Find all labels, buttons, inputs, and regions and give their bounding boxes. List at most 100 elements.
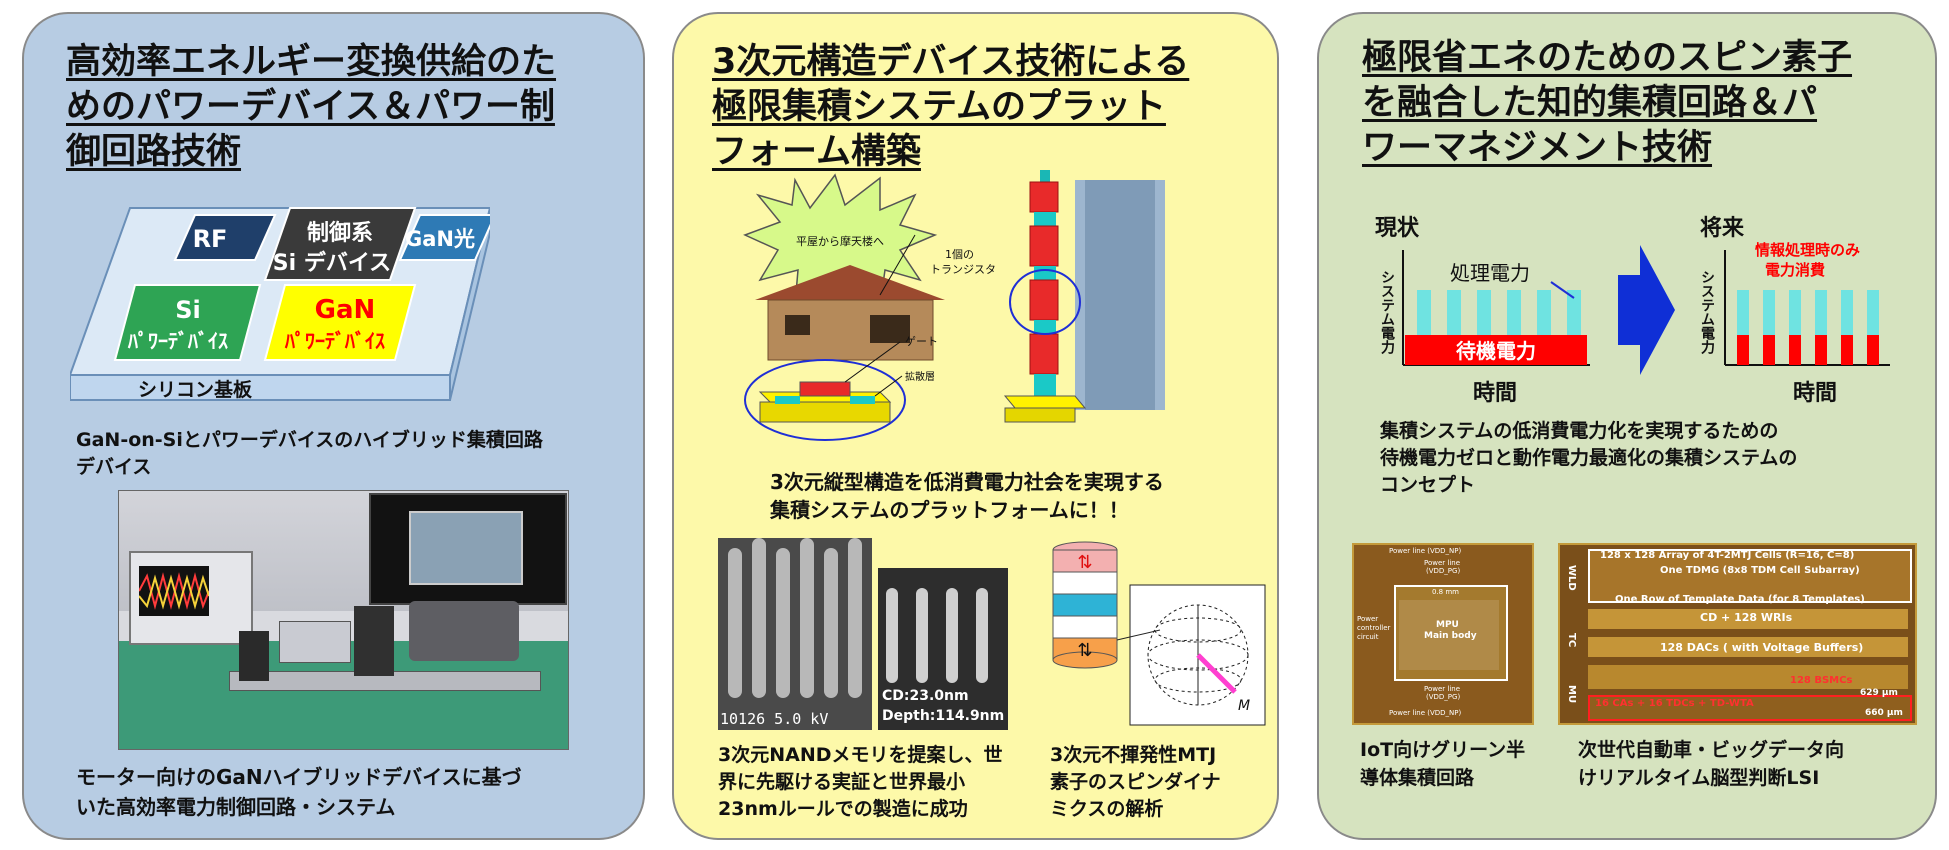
- si-power-label-1: Si: [175, 296, 201, 324]
- panel2-title-line: フォーム構築: [712, 132, 921, 172]
- panel2-title: 3次元構造デバイス技術による 極限集積システムのプラット フォーム構築: [712, 40, 1189, 175]
- gan-light-block: [398, 214, 490, 261]
- panel3-title: 極限省エネのためのスピン素子 を融合した知的集積回路＆パ ワーマネジメント技術: [1362, 36, 1852, 171]
- standby-label: 待機電力: [1456, 339, 1536, 363]
- chip1-pcc-2: controller: [1357, 624, 1391, 632]
- chip1-power-line-bot1: Power line: [1424, 685, 1461, 693]
- caption-line: 3次元不揮発性MTJ: [1050, 744, 1217, 766]
- iot-chip-photo: Power line (VDD_NP) Power line (VDD_PG) …: [1352, 543, 1534, 725]
- svg-text:⇅: ⇅: [1077, 640, 1092, 661]
- panel3-title-line: 極限省エネのためのスピン素子: [1362, 38, 1853, 78]
- future-note-2: 電力消費: [1765, 261, 1825, 279]
- burst-text: 平屋から摩天楼へ: [796, 234, 884, 248]
- chip2-wld: WLD: [1566, 565, 1577, 591]
- future-bars: [1737, 290, 1879, 365]
- chip1-power-line-top2: Power line: [1424, 559, 1461, 567]
- caption-line: IoT向けグリーン半: [1360, 739, 1526, 761]
- caption-line: 3次元NANDメモリを提案し、世: [718, 744, 1003, 766]
- chip2-cd-label: CD + 128 WRIs: [1700, 611, 1793, 624]
- gan-power-block: [263, 284, 417, 361]
- xlabel-now: 時間: [1473, 381, 1517, 406]
- chip2-tdmg-label: One TDMG (8x8 TDM Cell Subarray): [1660, 565, 1860, 576]
- caption-lsi: 次世代自動車・ビッグデータ向 けリアルタイム脳型判断LSI: [1578, 736, 1844, 792]
- caption-line: 導体集積回路: [1360, 767, 1475, 789]
- chip2-template-label: One Row of Template Data (for 8 Template…: [1615, 594, 1865, 605]
- transistor-label-1: 1個の: [945, 248, 974, 261]
- transistor-label-2: トランジスタ: [930, 263, 996, 276]
- panel2-title-line: 極限集積システムのプラット: [712, 87, 1166, 127]
- caption-gan-on-si: GaN-on-Siとパワーデバイスのハイブリッド集積回路 デバイス: [76, 427, 543, 481]
- chip2-width-660: 660 µm: [1865, 708, 1903, 718]
- si-power-block: [113, 284, 262, 361]
- chip2-array-label: 128 x 128 Array of 4T-2MTJ Cells (R=16, …: [1600, 550, 1855, 561]
- gate-label: ゲート: [905, 335, 938, 348]
- sem-image-right: CD:23.0nm Depth:114.9nm: [878, 568, 1008, 730]
- sem-left-caption: 10126 5.0 kV: [720, 710, 829, 728]
- caption-3d-platform: 3次元縦型構造を低消費電力社会を実現する 集積システムのプラットフォームに！！: [770, 468, 1164, 524]
- caption-line: 素子のスピンダイナ: [1050, 771, 1221, 793]
- caption-line: 集積システムの低消費電力化を実現するための: [1380, 420, 1779, 442]
- diffusion-label: 拡散層: [905, 370, 935, 383]
- processing-label: 処理電力: [1450, 261, 1530, 285]
- xlabel-future: 時間: [1793, 381, 1837, 406]
- panel1-title-line: 高効率エネルギー変換供給のた: [66, 42, 557, 82]
- caption-line: 待機電力ゼロと動作電力最適化の集積システムの: [1380, 447, 1798, 469]
- si-ctrl-label-2: Si デバイス: [273, 250, 391, 276]
- panel1-title-line: めのパワーデバイス＆パワー制: [66, 87, 555, 127]
- caption-nand: 3次元NANDメモリを提案し、世 界に先駆ける実証と世界最小 23nmルールでの…: [718, 742, 1003, 823]
- chip2-tc: TC: [1566, 633, 1577, 648]
- caption-line: 集積システムのプラットフォームに！！: [770, 498, 1129, 522]
- caption-line: デバイス: [76, 456, 152, 478]
- chip-layout-diagram: RF 制御系 Si デバイス GaN光 Si ﾊﾟﾜｰﾃﾞﾊﾞｲｽ GaN ﾊﾟ…: [70, 207, 490, 401]
- chip1-power-line-top: Power line (VDD_NP): [1389, 547, 1462, 555]
- chip1-pcc-3: circuit: [1357, 633, 1379, 641]
- lsi-chip-photo: WLD TC MU 128 x 128 Array of 4T-2MTJ Cel…: [1558, 543, 1917, 725]
- gan-light-label: GaN光: [405, 227, 475, 251]
- caption-line: 3次元縦型構造を低消費電力社会を実現する: [770, 470, 1164, 494]
- mtj-diagram: ⇅ ⇅ M: [1052, 541, 1266, 726]
- chip1-power-line-bot1b: (VDD_PG): [1426, 693, 1461, 701]
- gan-power-label-2: ﾊﾟﾜｰﾃﾞﾊﾞｲｽ: [284, 329, 385, 353]
- substrate-side: [449, 207, 490, 401]
- panel1-title-line: 御回路技術: [66, 132, 242, 172]
- panel2-title-line: 3次元構造デバイス技術による: [712, 42, 1190, 82]
- chip2-dac-label: 128 DACs ( with Voltage Buffers): [1660, 641, 1864, 654]
- caption-line: GaN-on-Siとパワーデバイスのハイブリッド集積回路: [76, 429, 543, 451]
- caption-motor-system: モーター向けのGaNハイブリッドデバイスに基づ いた高効率電力制御回路・システム: [76, 762, 522, 822]
- caption-line: 次世代自動車・ビッグデータ向: [1578, 739, 1845, 761]
- caption-line: けリアルタイム脳型判断LSI: [1578, 767, 1820, 789]
- chip2-mu: MU: [1566, 685, 1577, 704]
- caption-line: 23nmルールでの製造に成功: [718, 798, 968, 820]
- caption-line: コンセプト: [1380, 474, 1476, 496]
- power-concept-diagram: 現状 待機電力 処理電力 時間 システム電力 将来 情報処理時のみ 電力消費 時…: [1375, 215, 1890, 406]
- chip1-dimension: 0.8 mm: [1432, 588, 1459, 596]
- si-power-label-2: ﾊﾟﾜｰﾃﾞﾊﾞｲｽ: [127, 329, 228, 353]
- svg-text:⇅: ⇅: [1077, 552, 1092, 573]
- panel3-title-line: を融合した知的集積回路＆パ: [1362, 83, 1818, 123]
- substrate-label: シリコン基板: [138, 378, 253, 401]
- rf-label: RF: [193, 225, 228, 253]
- transition-arrow: [1618, 245, 1675, 375]
- mtj-vector-label: M: [1238, 698, 1250, 714]
- chip1-mpu: MPU: [1436, 620, 1459, 630]
- chip2-bsmc-label: 128 BSMCs: [1790, 675, 1853, 686]
- gan-power-label-1: GaN: [315, 295, 376, 325]
- planar-ellipse: [744, 359, 906, 441]
- future-label: 将来: [1700, 215, 1745, 241]
- chip1-power-line-top2b: (VDD_PG): [1426, 567, 1461, 575]
- sem-image-left: 10126 5.0 kV: [718, 538, 872, 730]
- planar-to-skyscraper-diagram: 平屋から摩天楼へ 1個の トランジスタ ゲート 拡散層: [743, 170, 1165, 441]
- chip2-width-629: 629 µm: [1860, 688, 1898, 698]
- caption-line: ミクスの解析: [1050, 798, 1164, 820]
- chip1-mpu-body: Main body: [1424, 631, 1477, 641]
- rf-block: [173, 214, 277, 261]
- sem-cd: CD:23.0nm: [882, 688, 969, 704]
- motor-system-photo: [118, 490, 569, 750]
- highlight-ellipse: [1009, 269, 1081, 335]
- chip2-ca-label: 16 CAs + 16 TDCs + TD-WTA: [1595, 698, 1754, 709]
- substrate-front: [70, 374, 451, 401]
- future-note-1: 情報処理時のみ: [1755, 241, 1860, 259]
- si-ctrl-label-1: 制御系: [307, 220, 373, 246]
- processing-bars-now: [1417, 290, 1581, 335]
- ylabel-future: システム電力: [1699, 270, 1715, 355]
